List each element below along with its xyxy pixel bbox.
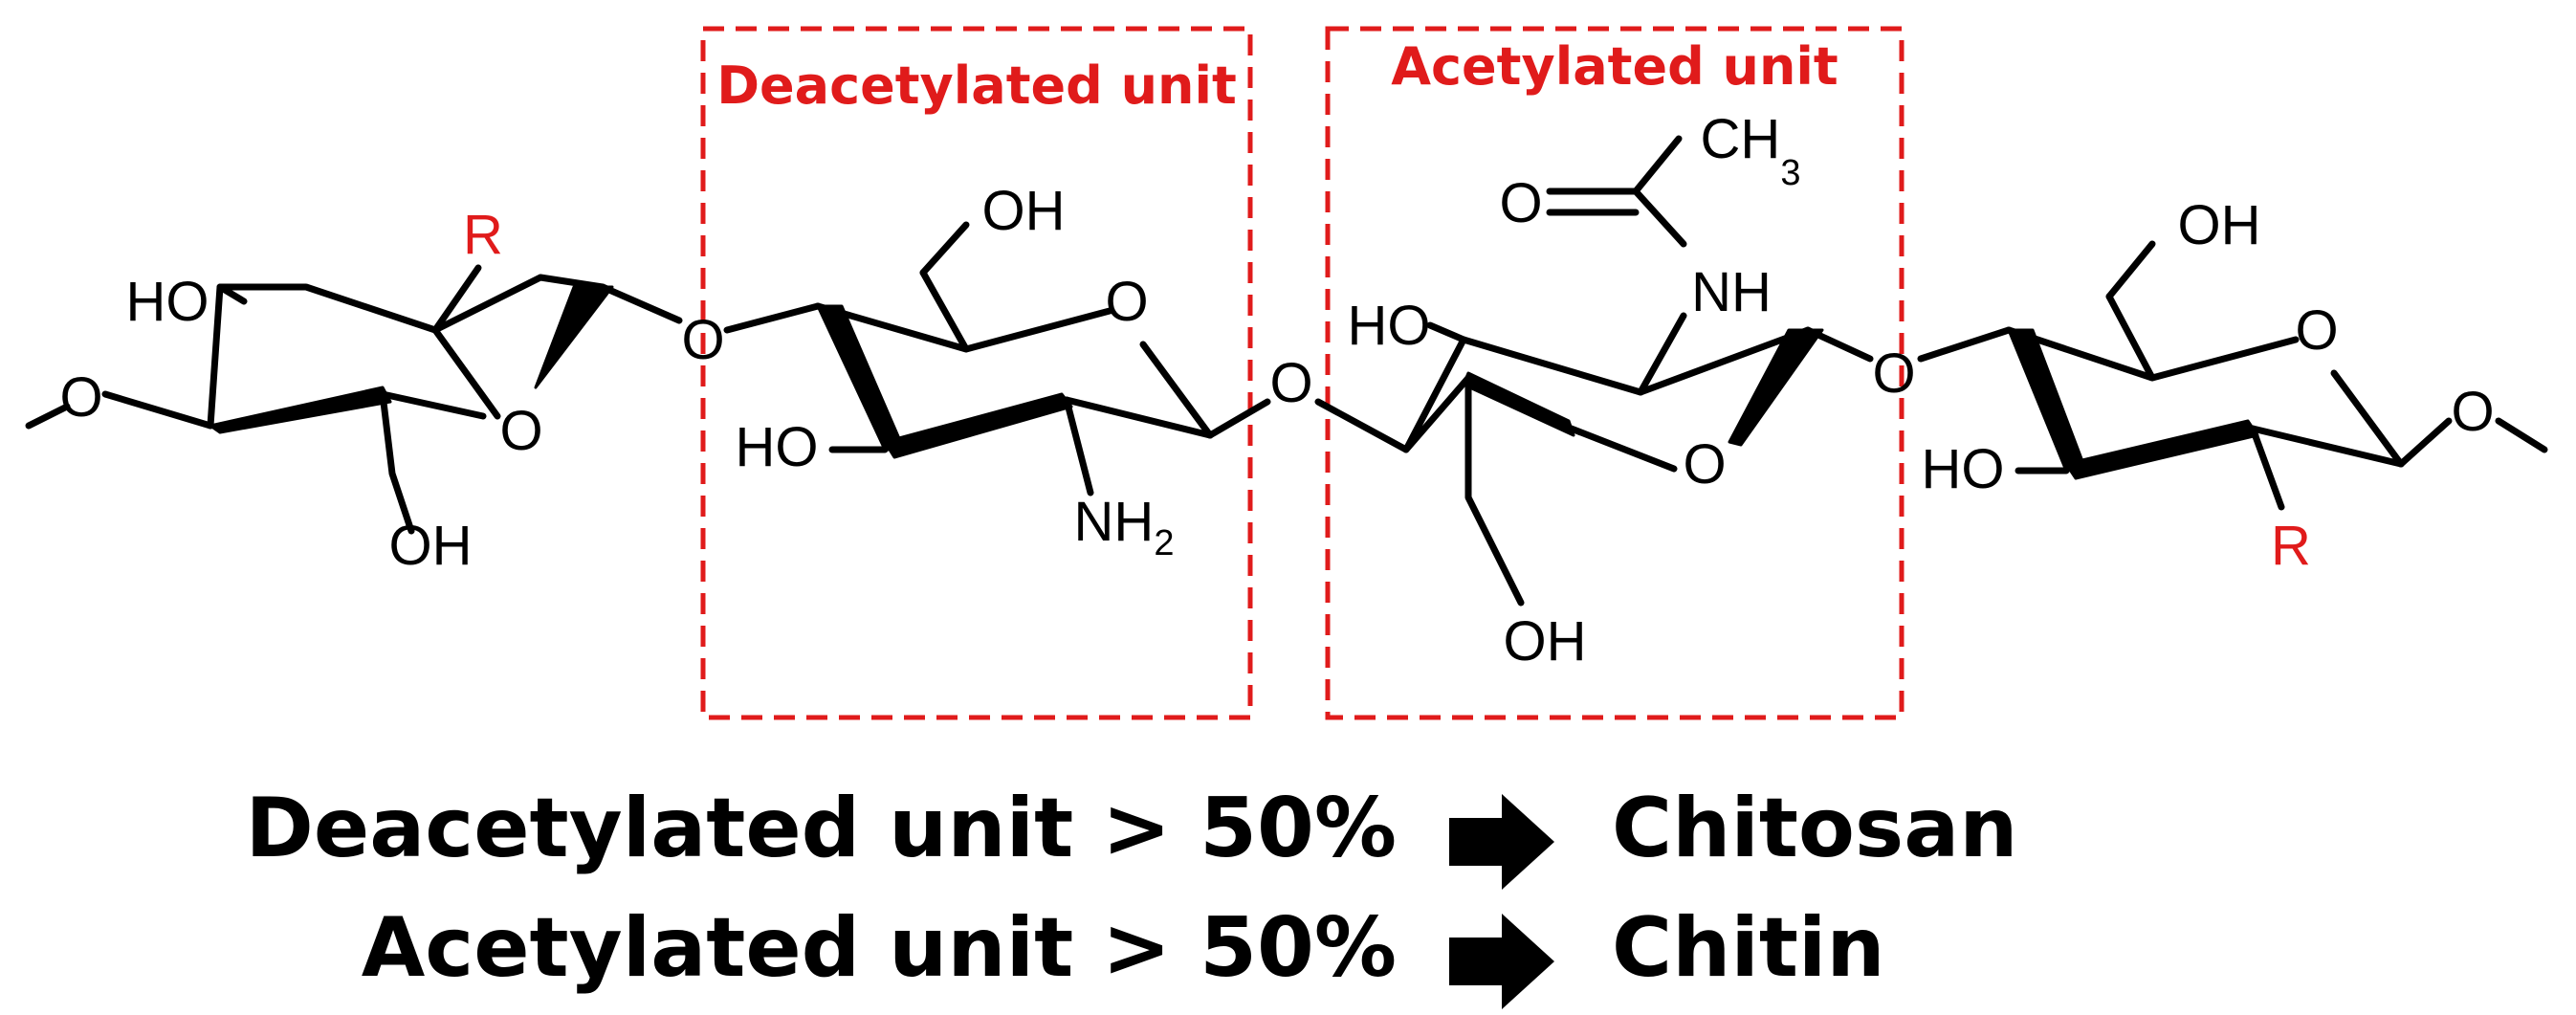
ring3-nh: NH: [1691, 261, 1772, 323]
ring1-bonds: [207, 274, 606, 430]
ring2-bonds: [814, 269, 1113, 353]
glycosidic-oxygen-3: O: [1872, 342, 1915, 405]
ring4-bond-o-c1: [2330, 369, 2405, 468]
arrow-right-icon: [1449, 914, 1554, 1009]
legend-result-chitosan: Chitosan: [1612, 781, 2017, 876]
ring-4: OH O HO R O: [1922, 194, 2548, 577]
ring1-ch2-bond: [379, 390, 415, 535]
glyco-bond-3b: [1917, 326, 2013, 363]
ring4-o-bond: [2397, 417, 2453, 468]
ring2-oh: OH: [982, 180, 1066, 242]
chain-bond-right: [2495, 417, 2548, 453]
ring1-bond: [101, 390, 214, 430]
ring3-ch2-bond: [1464, 381, 1525, 607]
ring1-link-oxygen: O: [59, 366, 102, 429]
ring-2-deacetylated: OH O HO NH2: [736, 180, 1214, 563]
ring2-nh2: NH2: [1074, 491, 1175, 563]
ring4-ch2oh-bond: [2105, 240, 2156, 300]
glyco-bond-1a: [599, 283, 683, 324]
ring1-r-group: R: [463, 204, 503, 266]
ring-1: O HO R O OH: [25, 204, 614, 577]
ring3-front-wedge-a: [1462, 371, 1575, 437]
ring4-ring-oxygen: O: [2295, 299, 2338, 362]
ring4-r-group: R: [2271, 515, 2311, 577]
ring4-front-wedge: [2064, 419, 2259, 480]
glyco-bond-2a: [1206, 398, 1271, 439]
ring2-ring-oxygen: O: [1105, 271, 1148, 333]
ring1-anomeric-wedge: [534, 285, 614, 389]
ring4-link-oxygen: O: [2451, 381, 2494, 443]
ring1-ring-oxygen: O: [499, 400, 542, 462]
ring3-oh: OH: [1504, 610, 1587, 673]
ring1-front-bond: [379, 390, 487, 420]
ring1-ho-bond: [216, 283, 248, 305]
ring4-oh: OH: [2178, 194, 2261, 256]
ring2-nh2-bond: [1063, 396, 1094, 496]
glyco-bond-2b: [1314, 398, 1410, 453]
acetylated-unit-label: Acetylated unit: [1391, 36, 1838, 97]
legend: Deacetylated unit > 50% Chitosan Acetyla…: [246, 781, 2017, 1009]
ring3-front-bond: [1565, 424, 1678, 473]
acetylated-unit-box: [1325, 26, 1904, 720]
ring2-bond-o-c1: [1139, 341, 1214, 439]
ring1-r-bond: [431, 264, 482, 334]
glycosidic-oxygen-2: O: [1269, 352, 1312, 414]
ring3-carbonyl-oxygen: O: [1499, 172, 1542, 234]
glyco-bond-3a: [1804, 326, 1874, 363]
ring3-ring-oxygen: O: [1683, 433, 1726, 496]
ring-3-acetylated: O HO NH O CH3 OH: [1348, 108, 1824, 673]
ring2-front-wedge: [883, 392, 1073, 459]
ring3-n-co-bond: [1632, 188, 1687, 248]
ring4-front-bond: [2249, 425, 2405, 468]
ring2-ho: HO: [736, 416, 819, 478]
ring4-r-bond: [2249, 425, 2285, 511]
ring1-oh: OH: [389, 515, 473, 577]
deacetylated-unit-box: [700, 26, 1253, 720]
ring3-bonds: [1402, 326, 1812, 453]
ring2-ch2oh-bond: [919, 221, 970, 276]
ring1-ho: HO: [126, 271, 209, 333]
chain-bond-left: [25, 403, 71, 430]
ring3-nh-bond: [1637, 312, 1687, 396]
legend-condition-chitin: Acetylated unit > 50%: [362, 900, 1397, 996]
glyco-bond-1b: [723, 302, 822, 334]
ring4-ho: HO: [1922, 438, 2005, 500]
ring4-bonds: [2005, 293, 2300, 382]
legend-condition-chitosan: Deacetylated unit > 50%: [246, 781, 1398, 876]
ring3-anomeric-wedge: [1728, 328, 1824, 447]
ring3-ho-bond: [1426, 321, 1467, 343]
ring3-ho: HO: [1348, 295, 1431, 357]
ring1-front-wedge: [209, 386, 392, 434]
ring3-ch3: CH3: [1701, 108, 1801, 193]
deacetylated-unit-label: Deacetylated unit: [716, 55, 1237, 116]
arrow-right-icon: [1449, 794, 1554, 890]
ring2-front-bond: [1063, 396, 1214, 439]
legend-result-chitin: Chitin: [1612, 900, 1885, 996]
glycosidic-oxygen-1: O: [681, 309, 724, 371]
ring3-methyl-bond: [1632, 135, 1683, 195]
ring3-carbonyl-double-bond: [1546, 188, 1640, 216]
